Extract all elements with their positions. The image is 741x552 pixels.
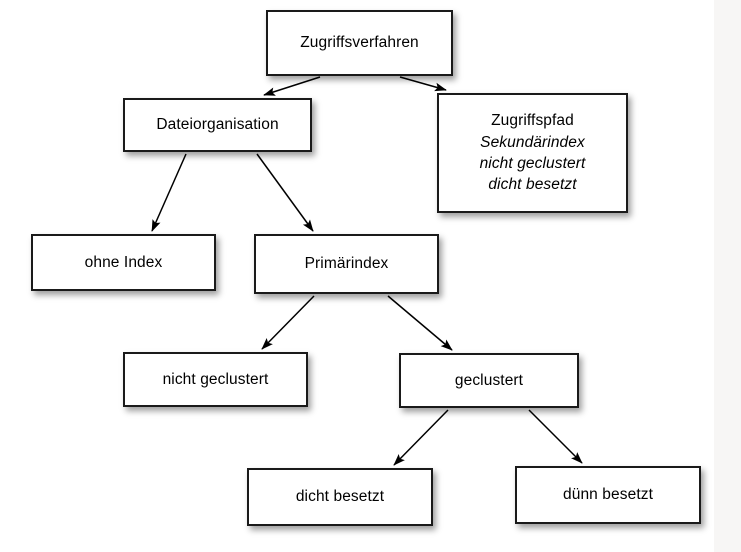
node-label: Dateiorganisation <box>156 116 279 134</box>
node-ohne-index[interactable]: ohne Index <box>31 234 216 291</box>
node-nicht-geclustert[interactable]: nicht geclustert <box>123 352 308 407</box>
edge-dateiorganisation-ohne-index <box>151 153 187 232</box>
edge-dateiorganisation-primaerindex <box>256 153 314 232</box>
node-zugriffspfad[interactable]: Zugriffspfad Sekundärindex nicht geclust… <box>437 93 628 213</box>
node-label: ohne Index <box>84 253 163 271</box>
node-label: nicht geclustert <box>162 370 269 388</box>
node-zugriffsverfahren[interactable]: Zugriffsverfahren <box>266 10 453 76</box>
node-primaerindex[interactable]: Primärindex <box>254 234 439 294</box>
node-label-sekundaerindex: Sekundärindex <box>480 133 585 151</box>
node-label: dünn besetzt <box>563 486 653 504</box>
node-dicht-besetzt[interactable]: dicht besetzt <box>247 468 433 526</box>
edge-primaerindex-nicht-geclustert <box>261 295 315 350</box>
node-label-dicht-besetzt: dicht besetzt <box>488 176 577 194</box>
node-duenn-besetzt[interactable]: dünn besetzt <box>515 466 701 524</box>
edge-primaerindex-geclustert <box>387 295 453 351</box>
edge-zugriffsverfahren-dateiorganisation <box>263 76 321 96</box>
node-dateiorganisation[interactable]: Dateiorganisation <box>123 98 312 152</box>
page-margin-strip <box>714 0 741 552</box>
node-label: dicht besetzt <box>295 488 385 506</box>
node-label: Zugriffspfad <box>491 112 574 130</box>
node-label: Primärindex <box>304 255 389 273</box>
node-geclustert[interactable]: geclustert <box>399 353 579 408</box>
edge-geclustert-dicht-besetzt <box>393 409 449 466</box>
edge-zugriffsverfahren-zugriffspfad <box>399 76 447 92</box>
node-label: Zugriffsverfahren <box>300 34 419 52</box>
node-label-nicht-geclustert: nicht geclustert <box>479 155 586 172</box>
node-label: geclustert <box>454 371 524 389</box>
edge-geclustert-duenn-besetzt <box>528 409 583 464</box>
